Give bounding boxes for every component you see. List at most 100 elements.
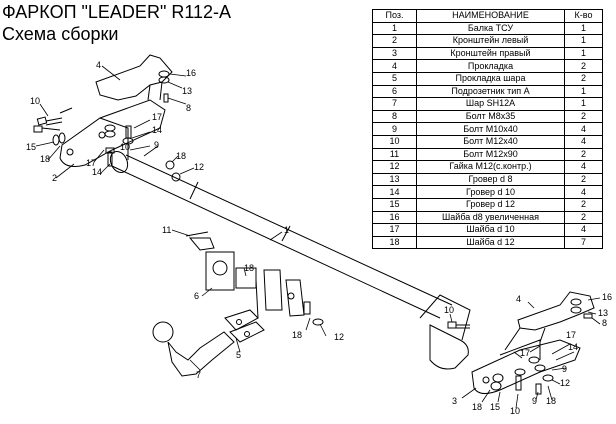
- cell-pos: 1: [372, 21, 417, 36]
- cell-pos: 8: [372, 109, 417, 124]
- callout-11: 11: [162, 225, 171, 235]
- cell-pos: 13: [372, 172, 417, 187]
- cell-name: Подрозетник тип А: [416, 84, 565, 99]
- cell-name: Гровер d 10: [416, 185, 565, 199]
- cell-name: Гровер d 12: [416, 197, 565, 212]
- cell-name: Прокладка шара: [416, 71, 565, 86]
- cell-pos: 11: [372, 147, 417, 162]
- cell-qty: 1: [564, 84, 603, 99]
- callout-5: 5: [236, 350, 241, 360]
- cell-pos: 4: [372, 59, 417, 73]
- callout-7: 7: [196, 370, 201, 380]
- cell-pos: 14: [372, 185, 417, 199]
- callout-18: 18: [292, 330, 302, 340]
- callout-8: 8: [602, 318, 607, 328]
- cell-qty: 4: [564, 160, 603, 174]
- cell-qty: 1: [564, 21, 603, 36]
- cell-name: Шар SH12A: [416, 97, 565, 111]
- callout-10: 10: [510, 406, 520, 416]
- cell-name: Болт М12х90: [416, 147, 565, 162]
- cell-pos: 18: [372, 235, 417, 250]
- callout-17: 17: [566, 330, 576, 340]
- cell-qty: 1: [564, 34, 603, 48]
- callout-2: 2: [52, 173, 57, 183]
- cell-pos: 10: [372, 134, 417, 149]
- cell-qty: 2: [564, 59, 603, 73]
- callout-18: 18: [546, 396, 556, 406]
- cell-name: Болт М12х40: [416, 134, 565, 149]
- cell-name: Шайба d 12: [416, 235, 565, 250]
- cell-pos: 9: [372, 122, 417, 136]
- cell-qty: 4: [564, 185, 603, 199]
- parts-table-header: Поз. НАИМЕНОВАНИЕ К-во: [372, 9, 603, 23]
- cell-qty: 4: [564, 223, 603, 237]
- callout-3: 3: [452, 396, 457, 406]
- cell-pos: 5: [372, 71, 417, 86]
- right-bracket: [447, 291, 595, 394]
- cell-qty: 7: [564, 235, 603, 250]
- callout-18: 18: [472, 402, 482, 412]
- cell-name: Балка ТСУ: [416, 21, 565, 36]
- cell-pos: 16: [372, 210, 417, 225]
- header-pos: Поз.: [372, 9, 417, 23]
- cell-name: Кронштейн правый: [416, 46, 565, 61]
- cell-pos: 6: [372, 84, 417, 99]
- callout-15: 15: [26, 142, 36, 152]
- document-title: ФАРКОП "LEADER" R112-A: [2, 2, 232, 22]
- callout-17: 17: [152, 112, 162, 122]
- cell-pos: 3: [372, 46, 417, 61]
- callout-4: 4: [96, 60, 101, 70]
- callout-18: 18: [244, 263, 254, 273]
- callout-6: 6: [194, 291, 199, 301]
- callout-4: 4: [516, 294, 521, 304]
- cell-qty: 2: [564, 147, 603, 162]
- callout-17: 17: [520, 348, 530, 358]
- cell-name: Шайба d 10: [416, 223, 565, 237]
- document-subtitle: Схема сборки: [2, 24, 119, 44]
- right-fasteners: [490, 356, 554, 395]
- cell-qty: 1: [564, 46, 603, 61]
- callout-10: 10: [30, 96, 40, 106]
- callout-8: 8: [186, 103, 191, 113]
- cell-pos: 2: [372, 34, 417, 48]
- callout-12: 12: [334, 332, 344, 342]
- center-parts: [152, 231, 324, 377]
- cell-qty: 2: [564, 109, 603, 124]
- cell-qty: 4: [564, 134, 603, 149]
- callout-16: 16: [186, 68, 196, 78]
- cell-name: Прокладка: [416, 59, 565, 73]
- cell-qty: 2: [564, 71, 603, 86]
- cell-name: Гайка М12(с.контр.): [416, 160, 565, 174]
- callout-10: 10: [444, 305, 454, 315]
- callout-17: 17: [86, 158, 96, 168]
- callout-1: 1: [284, 225, 289, 235]
- callout-14: 14: [152, 125, 162, 135]
- cell-qty: 2: [564, 210, 603, 225]
- cell-qty: 2: [564, 172, 603, 187]
- callout-12: 12: [194, 162, 204, 172]
- cell-pos: 15: [372, 197, 417, 212]
- callout-9: 9: [154, 140, 159, 150]
- left-fasteners: [33, 70, 181, 182]
- callout-15: 15: [490, 402, 500, 412]
- callout-13: 13: [182, 86, 192, 96]
- left-bracket: [59, 54, 173, 167]
- callout-10: 10: [120, 142, 130, 152]
- callout-18: 18: [176, 151, 186, 161]
